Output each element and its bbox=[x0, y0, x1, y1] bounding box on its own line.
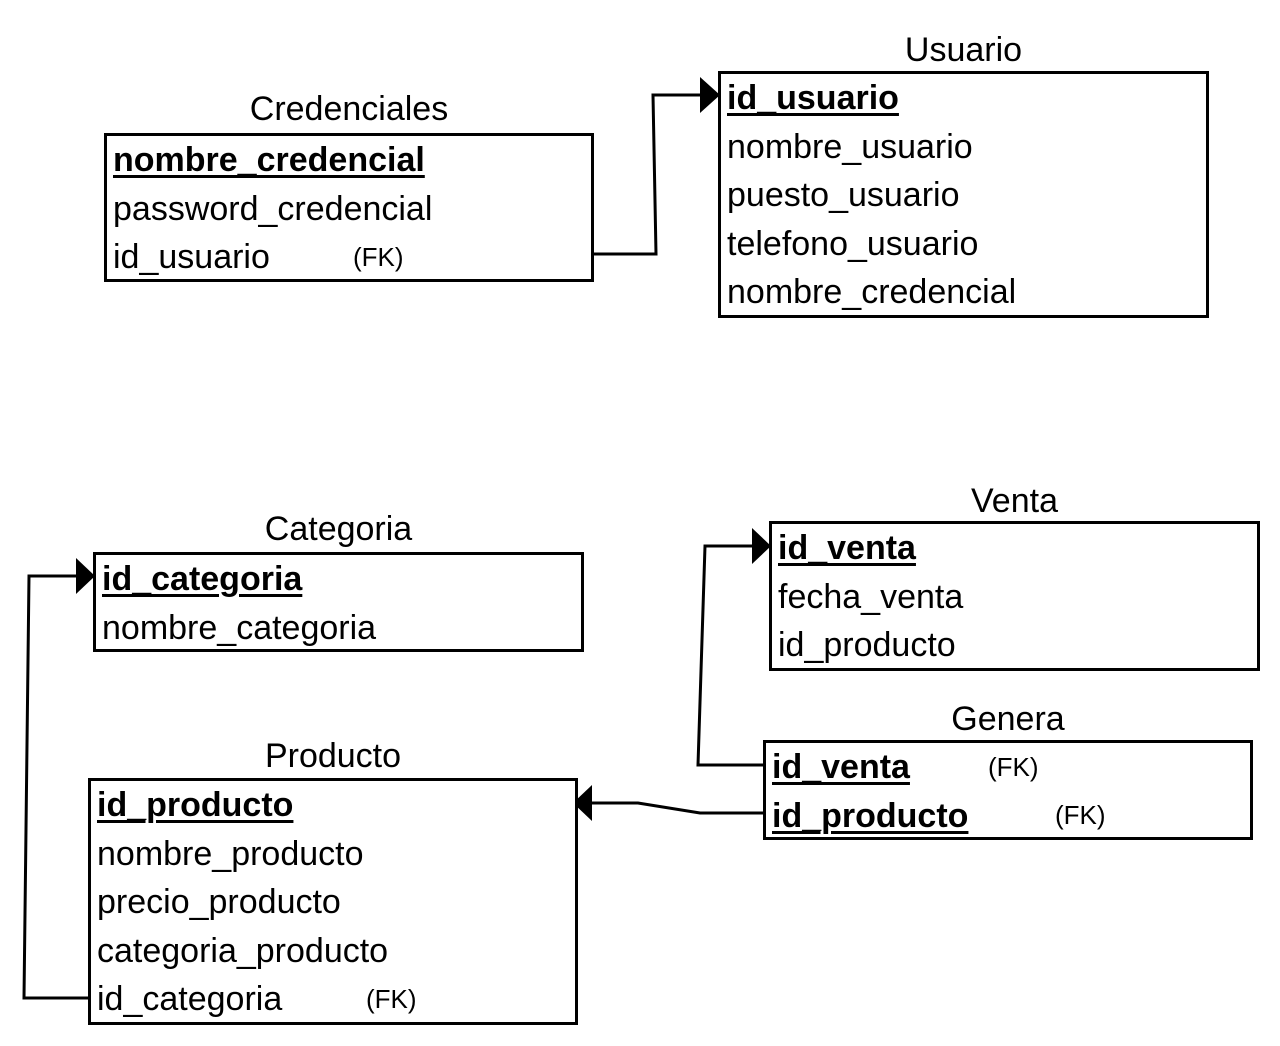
attribute: fecha_venta bbox=[778, 577, 964, 616]
connector-genera-producto bbox=[592, 801, 764, 815]
entity-box: id_venta fecha_venta id_producto bbox=[769, 521, 1260, 671]
entity-title: Venta bbox=[971, 482, 1058, 520]
arrowhead-usuario bbox=[700, 77, 720, 113]
attribute: nombre_producto bbox=[97, 834, 364, 873]
entity-box: id_usuario nombre_usuario puesto_usuario… bbox=[718, 71, 1209, 318]
entity-box: id_producto nombre_producto precio_produ… bbox=[88, 778, 578, 1025]
entity-box: nombre_credencial password_credencial id… bbox=[104, 133, 594, 282]
primary-key-attribute: nombre_credencial bbox=[113, 141, 425, 179]
foreign-key-label: (FK) bbox=[988, 752, 1039, 782]
attribute: nombre_usuario bbox=[727, 127, 973, 166]
attribute: categoria_producto bbox=[97, 931, 389, 970]
primary-key-attribute: id_producto bbox=[97, 786, 294, 824]
attribute: nombre_categoria bbox=[102, 608, 377, 647]
entity-title: Credenciales bbox=[249, 90, 449, 128]
attribute: precio_producto bbox=[97, 883, 341, 921]
primary-key-attribute: id_producto bbox=[772, 796, 969, 835]
connector-genera-venta bbox=[696, 544, 764, 767]
entity-title: Categoria bbox=[264, 510, 413, 548]
attribute: id_categoria bbox=[97, 980, 283, 1018]
foreign-key-label: (FK) bbox=[353, 242, 404, 272]
attribute: puesto_usuario bbox=[727, 176, 960, 214]
entity-title: Producto bbox=[264, 737, 402, 775]
primary-key-attribute: id_categoria bbox=[102, 560, 303, 598]
attribute: telefono_usuario bbox=[727, 224, 979, 263]
connector-credenciales-usuario bbox=[594, 93, 705, 256]
attribute: id_usuario bbox=[113, 238, 270, 276]
foreign-key-label: (FK) bbox=[1055, 800, 1106, 830]
entity-title: Usuario bbox=[904, 31, 1023, 69]
primary-key-attribute: id_usuario bbox=[727, 79, 899, 117]
primary-key-attribute: id_venta bbox=[778, 529, 916, 567]
entity-title: Genera bbox=[951, 700, 1065, 738]
entity-box: id_categoria nombre_categoria bbox=[93, 552, 584, 652]
connector-producto-categoria bbox=[22, 574, 89, 1000]
foreign-key-label: (FK) bbox=[366, 984, 417, 1014]
attribute: nombre_credencial bbox=[727, 273, 1017, 311]
attribute: id_producto bbox=[778, 626, 956, 664]
attribute: password_credencial bbox=[113, 189, 433, 228]
entity-box: id_venta id_producto (FK) (FK) bbox=[763, 740, 1253, 840]
primary-key-attribute: id_venta bbox=[772, 748, 910, 786]
